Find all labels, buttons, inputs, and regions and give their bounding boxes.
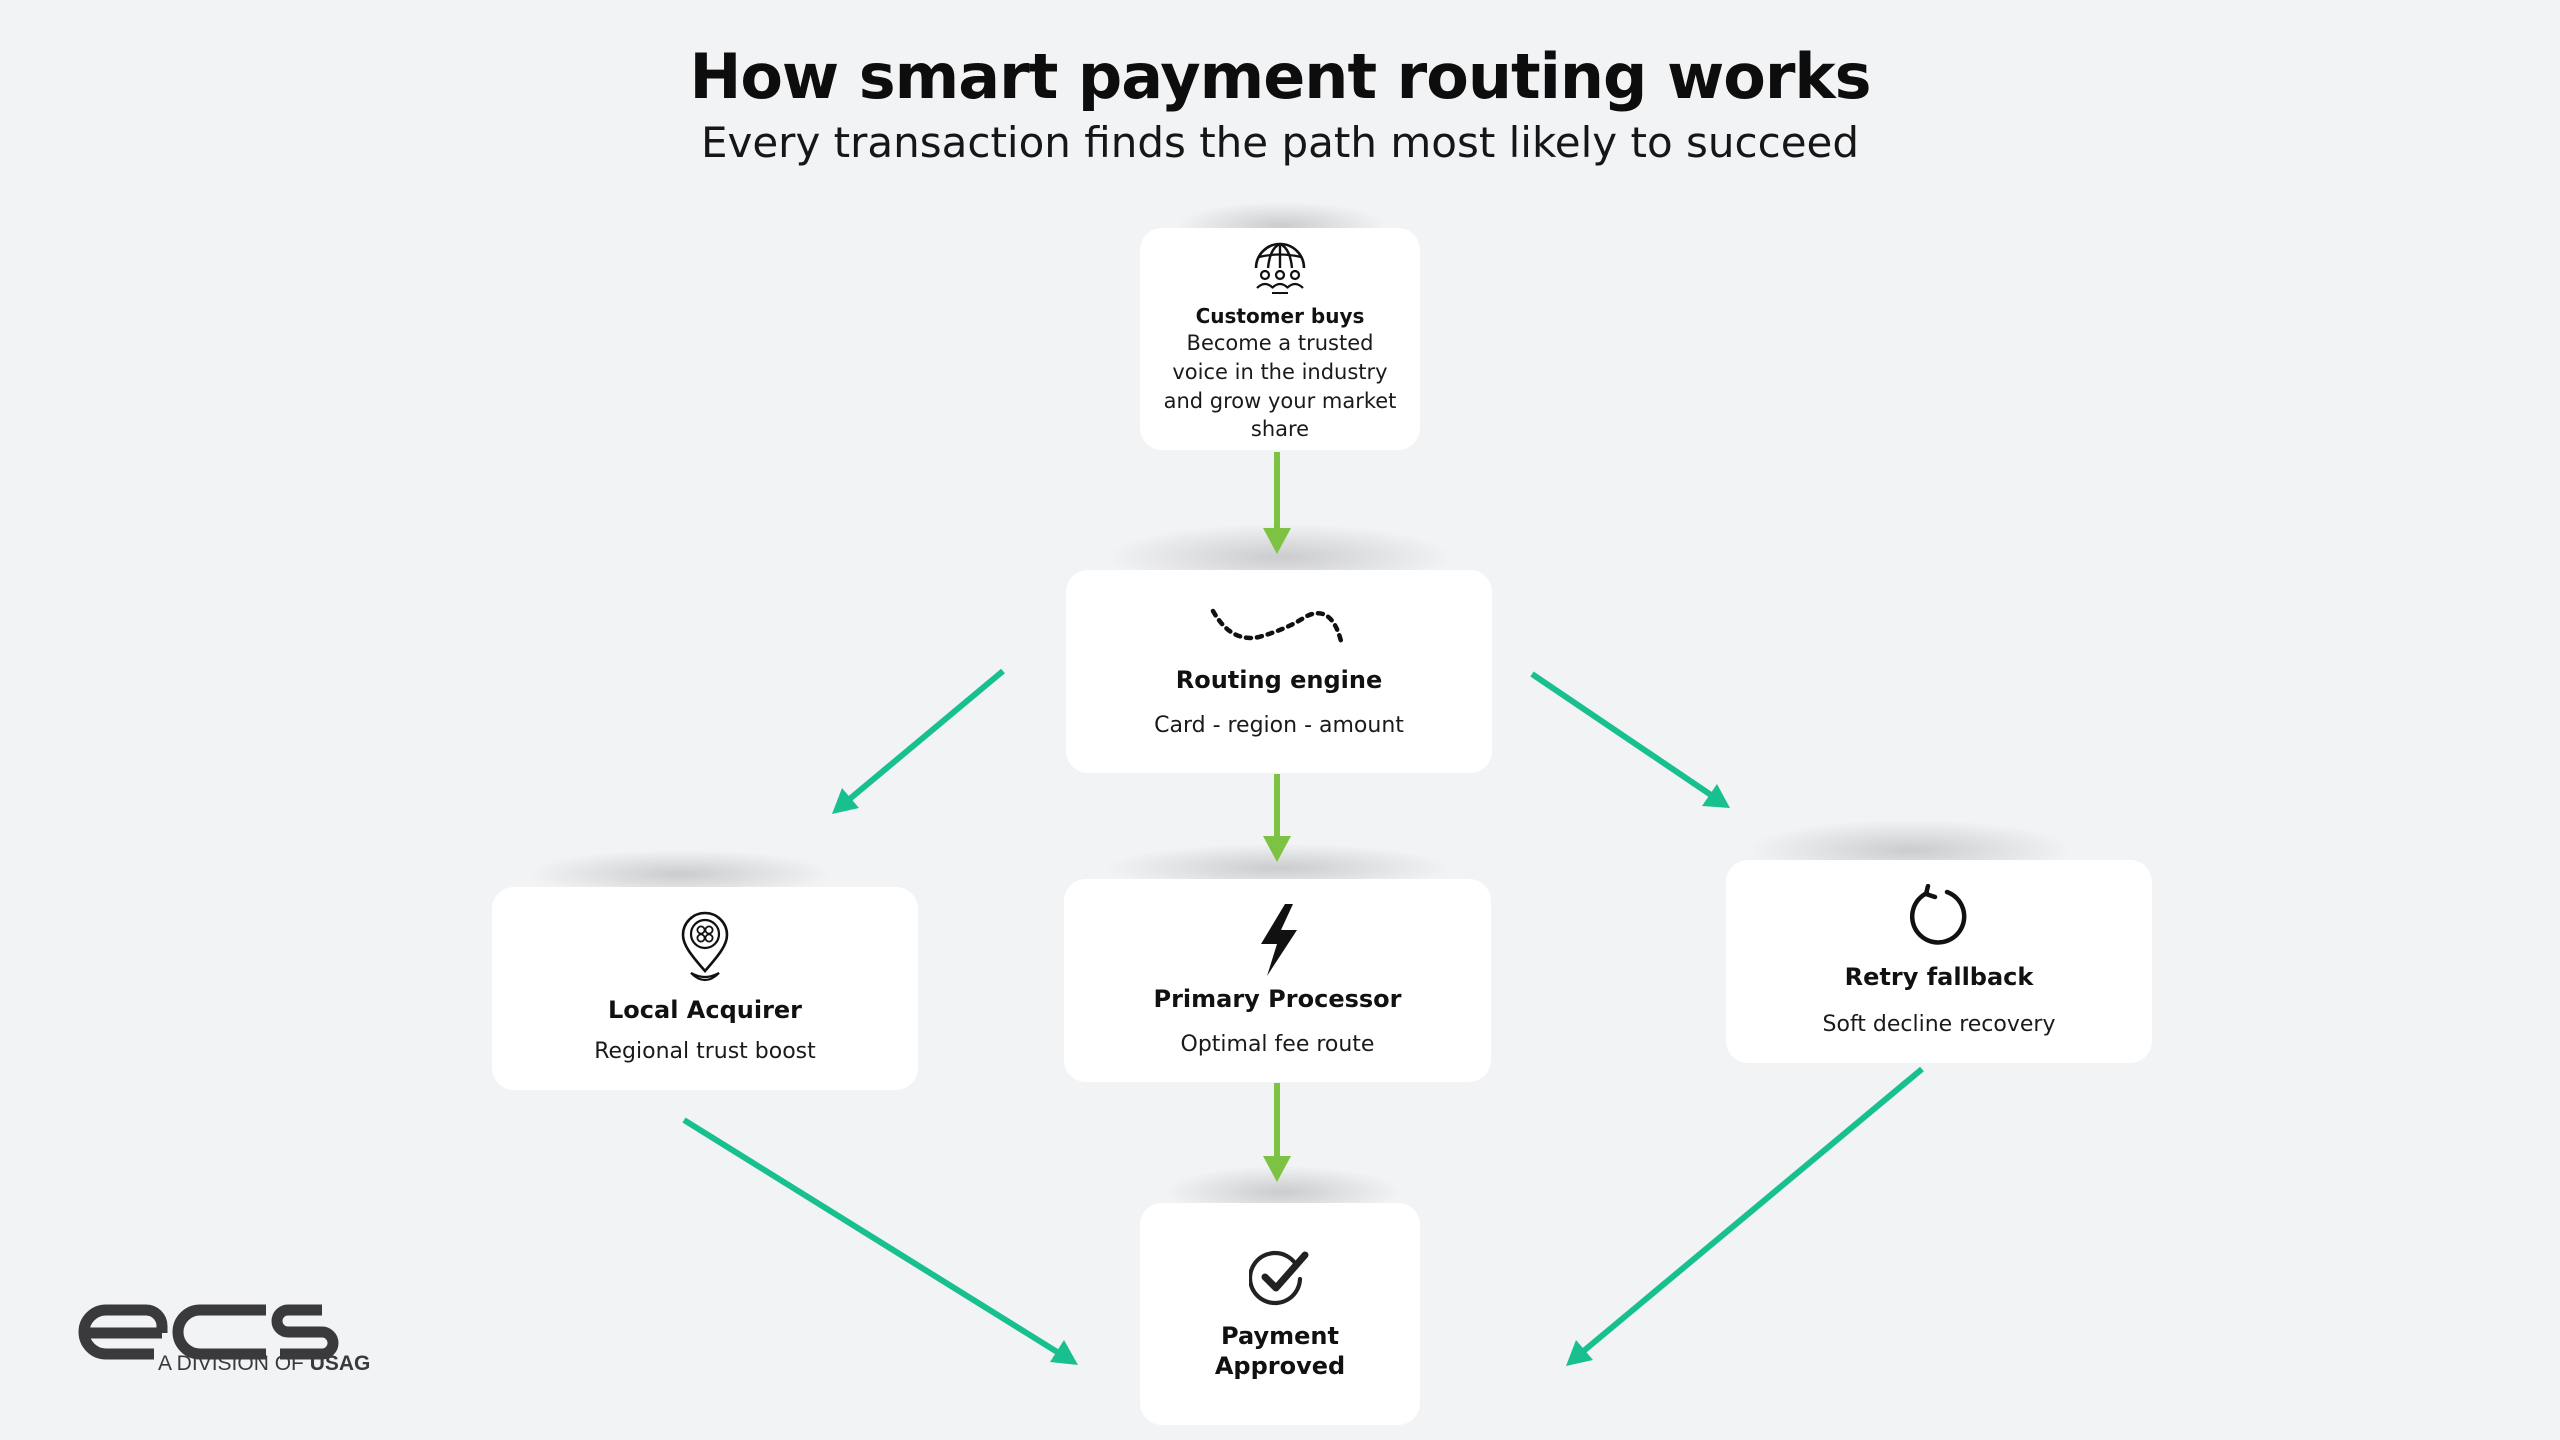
page-subtitle: Every transaction finds the path most li… xyxy=(700,118,1860,167)
routing-card: Routing engine Card - region - amount xyxy=(1066,570,1492,773)
location-pin-icon xyxy=(677,911,733,987)
customer-card-description: Become a trusted voice in the industry a… xyxy=(1163,330,1397,442)
routing-card-title: Routing engine xyxy=(1175,665,1383,694)
arrow-routing-to-retry xyxy=(1530,671,1730,808)
local-card: Local Acquirer Regional trust boost xyxy=(492,887,918,1090)
check-circle-icon xyxy=(1249,1247,1311,1307)
primary-card: Primary Processor Optimal fee route xyxy=(1064,879,1491,1082)
arrow-local-to-approved xyxy=(682,1117,1078,1365)
lightning-bolt-icon xyxy=(1253,902,1303,978)
arrow-routing-to-local xyxy=(832,668,1005,814)
approved-card-title: Payment Approved xyxy=(1214,1322,1346,1380)
refresh-icon xyxy=(1907,883,1971,948)
primary-card-title: Primary Processor xyxy=(1153,984,1402,1013)
customer-card-title: Customer buys xyxy=(1195,303,1365,328)
local-card-description: Regional trust boost xyxy=(594,1038,816,1064)
retry-card-title: Retry fallback xyxy=(1844,962,2034,991)
logo-tagline-brand: USAG xyxy=(309,1352,371,1375)
approved-card: Payment Approved xyxy=(1140,1203,1420,1425)
arrow-customer-to-routing xyxy=(1263,452,1291,554)
primary-card-description: Optimal fee route xyxy=(1180,1031,1375,1057)
logo-tagline-prefix: A DIVISION OF xyxy=(158,1352,304,1375)
dotted-path-icon xyxy=(1209,603,1349,647)
retry-card-description: Soft decline recovery xyxy=(1822,1011,2056,1037)
retry-card: Retry fallback Soft decline recovery xyxy=(1726,860,2152,1063)
logo-tagline: A DIVISION OF USAG xyxy=(158,1352,370,1376)
ecs-logo xyxy=(78,1304,339,1360)
local-card-title: Local Acquirer xyxy=(607,995,803,1024)
globe-people-icon xyxy=(1250,240,1310,296)
customer-card: Customer buys Become a trusted voice in … xyxy=(1140,228,1420,450)
routing-card-description: Card - region - amount xyxy=(1154,712,1404,738)
arrow-routing-to-primary xyxy=(1263,774,1291,862)
arrow-retry-to-approved xyxy=(1566,1066,1924,1366)
page-title: How smart payment routing works xyxy=(689,40,1871,113)
arrow-primary-to-approved xyxy=(1263,1083,1291,1182)
